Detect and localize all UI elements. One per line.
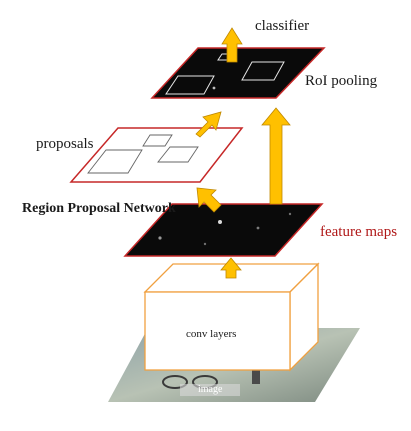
conv-layers-label: conv layers — [186, 328, 237, 340]
feature-activation — [203, 242, 207, 246]
roi-feature-map — [150, 47, 326, 99]
proposal-box — [157, 146, 199, 163]
feature-maps-label: feature maps — [320, 224, 398, 240]
proposals-map — [69, 127, 244, 183]
roi-pooling-plane — [150, 47, 326, 99]
arrow-feature-maps-to-rpn — [196, 187, 222, 213]
roi-pooling-label: RoI pooling — [305, 73, 378, 89]
feature-activation — [288, 212, 292, 216]
image-wheel-left — [162, 375, 188, 389]
roi-activation — [212, 86, 216, 90]
roi-box — [241, 61, 285, 81]
proposals-label: proposals — [36, 136, 94, 152]
image-caption-strip — [180, 384, 240, 396]
conv-box-front — [144, 291, 291, 371]
image-label: image — [198, 384, 223, 395]
arrow-proposals-to-roi-pooling — [195, 111, 222, 138]
feature-activation — [218, 220, 222, 224]
image-person — [252, 360, 260, 384]
proposal-box — [87, 149, 143, 174]
proposal-box — [142, 134, 173, 147]
roi-box — [165, 75, 215, 95]
proposals-plane — [69, 127, 244, 183]
feature-activation — [256, 226, 260, 230]
conv-layers-box — [143, 262, 320, 372]
arrow-conv-to-feature-maps — [220, 257, 242, 279]
arrow-roi-to-classifier — [221, 27, 243, 63]
feature-activation — [158, 236, 162, 240]
classifier-label: classifier — [255, 18, 310, 34]
arrows — [195, 27, 291, 279]
rpn-label: Region Proposal Network — [22, 201, 176, 216]
arrow-feature-maps-to-roi-pooling — [261, 107, 291, 205]
